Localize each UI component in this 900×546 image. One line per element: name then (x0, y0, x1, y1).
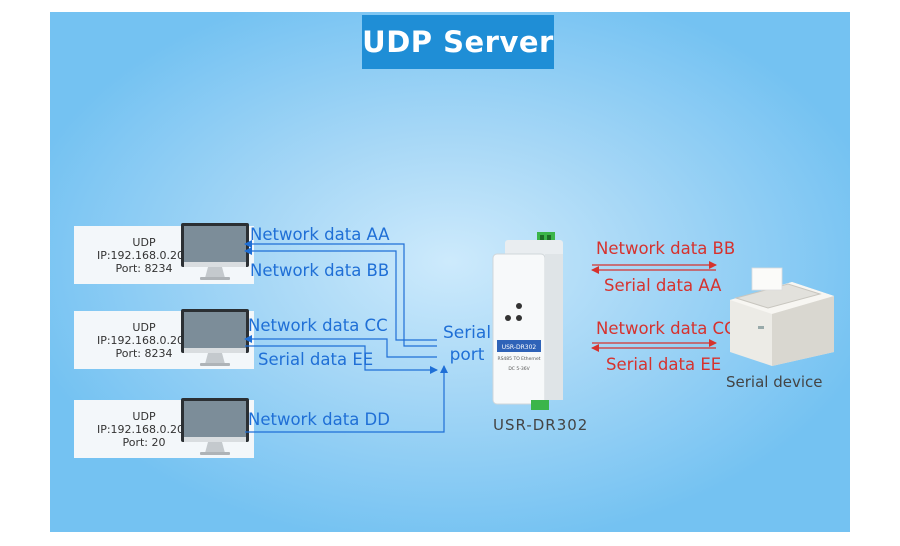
label-right-network-data-bb: Network data BB (596, 239, 736, 258)
label-right-network-data-cc: Network data CC (596, 319, 736, 338)
device-power-text: DC 5-36V (508, 366, 530, 372)
serial-device-label: Serial device (726, 373, 823, 391)
client-ip: IP:192.168.0.200 (96, 249, 192, 262)
arrow-network-aa (244, 240, 437, 347)
label-serial-data-ee: Serial data EE (258, 350, 374, 369)
device-name-label: USR-DR302 (493, 416, 589, 434)
label-network-data-dd: Network data DD (248, 410, 390, 429)
client-info-3: UDP IP:192.168.0.201 Port: 20 (74, 410, 214, 449)
label-network-data-cc: Network data CC (248, 316, 388, 335)
computer-monitor-icon (181, 309, 249, 366)
label-right-serial-data-ee: Serial data EE (606, 355, 722, 374)
serial-port-label: Serial port (441, 322, 493, 366)
device-brand-text: USR-DR302 (502, 344, 537, 351)
client-protocol: UDP (132, 236, 156, 249)
label-network-data-bb: Network data BB (250, 261, 390, 280)
label-network-data-aa: Network data AA (250, 225, 390, 244)
arrow-network-bb (244, 247, 437, 341)
label-right-serial-data-aa: Serial data AA (604, 276, 722, 295)
serial-printer-icon (730, 267, 834, 366)
client-ip: IP:192.168.0.201 (96, 423, 192, 436)
device-subtitle-text: RS485 TO Ethernet (497, 356, 540, 362)
computer-monitor-icon (181, 398, 249, 455)
client-protocol: UDP (132, 321, 156, 334)
client-info-2: UDP IP:192.168.0.201 Port: 8234 (74, 321, 214, 360)
page-title: UDP Server (362, 15, 554, 69)
serial-port-line2: port (449, 345, 485, 365)
arrow-serial-ee (245, 345, 438, 374)
usr-dr302-device-image: USR-DR302 RS485 TO Ethernet DC 5-36V (492, 232, 563, 410)
serial-port-line1: Serial (442, 323, 492, 343)
client-port: Port: 8234 (115, 347, 173, 360)
client-protocol: UDP (132, 410, 156, 423)
computer-monitor-icon (181, 223, 249, 280)
client-port: Port: 20 (122, 436, 166, 449)
arrow-network-dd (245, 365, 448, 433)
client-port: Port: 8234 (115, 262, 173, 275)
arrow-network-cc (244, 335, 437, 358)
client-info-1: UDP IP:192.168.0.200 Port: 8234 (74, 236, 214, 275)
client-ip: IP:192.168.0.201 (96, 334, 192, 347)
